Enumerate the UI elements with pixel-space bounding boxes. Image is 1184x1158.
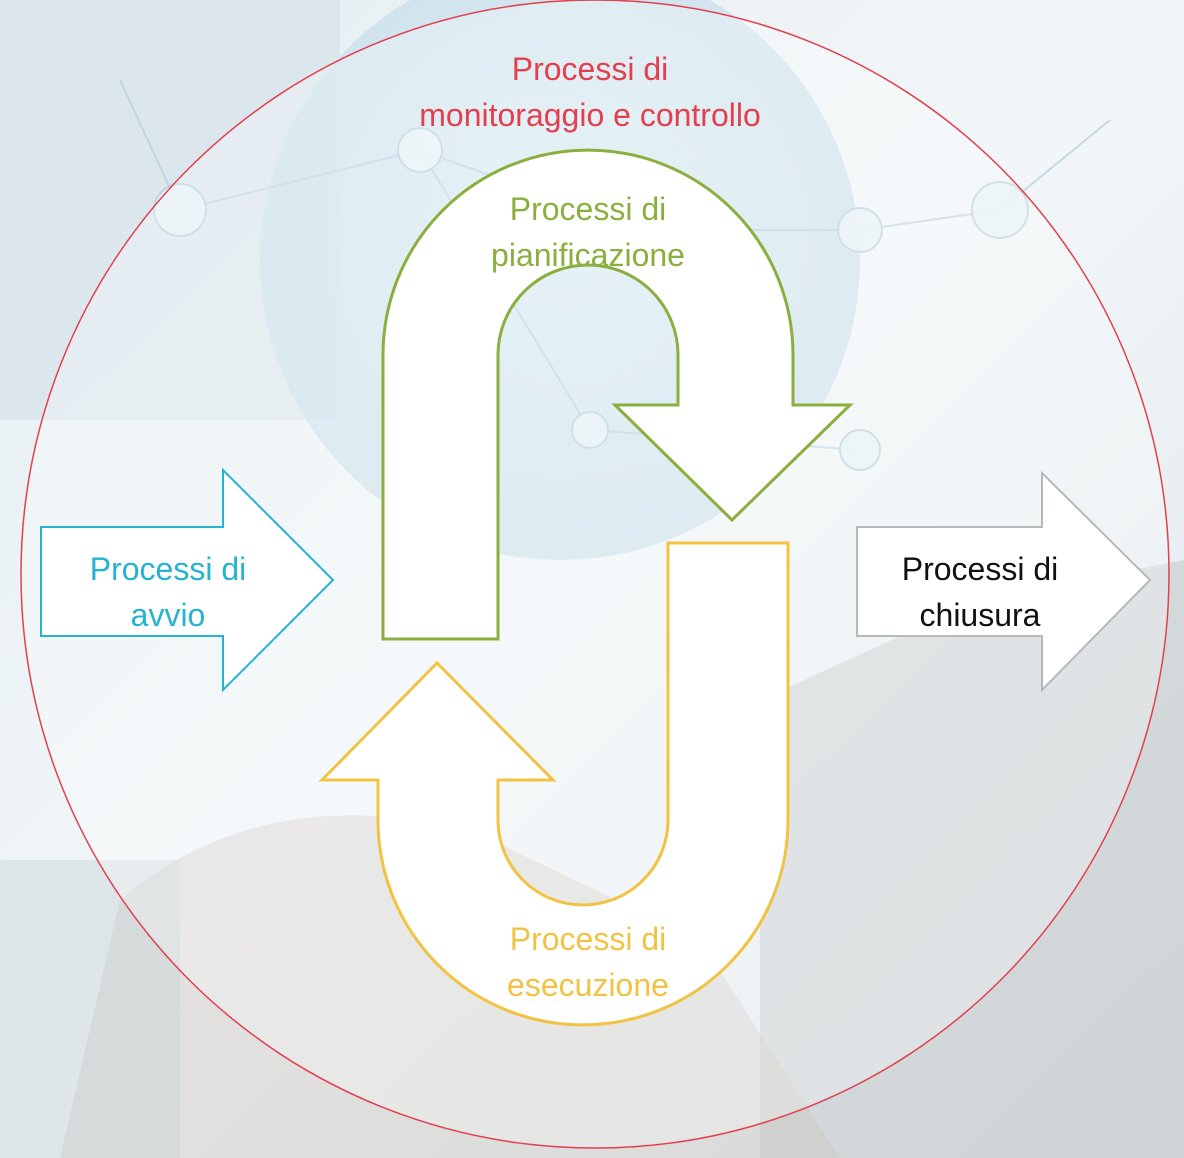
start-label-line2: avvio: [130, 597, 206, 633]
close-label: Processi di chiusura: [860, 546, 1100, 638]
planning-process-arrow: [381, 148, 854, 641]
hand-silhouette: [60, 815, 840, 1158]
planning-label: Processi di pianificazione: [438, 186, 738, 278]
start-label: Processi di avvio: [52, 546, 284, 638]
execution-process-arrow: [318, 541, 790, 1027]
planning-label-line1: Processi di: [509, 191, 667, 227]
monitoring-circle: [20, 0, 1170, 1149]
monitoring-label-line2: monitoraggio e controllo: [419, 97, 761, 133]
planning-label-line2: pianificazione: [491, 237, 685, 273]
laptop-silhouette: [760, 560, 1184, 1158]
keyboard-silhouette: [0, 860, 180, 1158]
start-label-line1: Processi di: [89, 551, 247, 587]
start-process-arrow: [40, 467, 335, 693]
monitoring-label: Processi di monitoraggio e controllo: [330, 46, 850, 138]
execution-label-line1: Processi di: [509, 921, 667, 957]
execution-label: Processi di esecuzione: [438, 916, 738, 1008]
close-label-line2: chiusura: [919, 597, 1041, 633]
execution-label-line2: esecuzione: [507, 967, 669, 1003]
close-label-line1: Processi di: [901, 551, 1059, 587]
monitoring-label-line1: Processi di: [511, 51, 669, 87]
close-process-arrow: [856, 470, 1152, 693]
